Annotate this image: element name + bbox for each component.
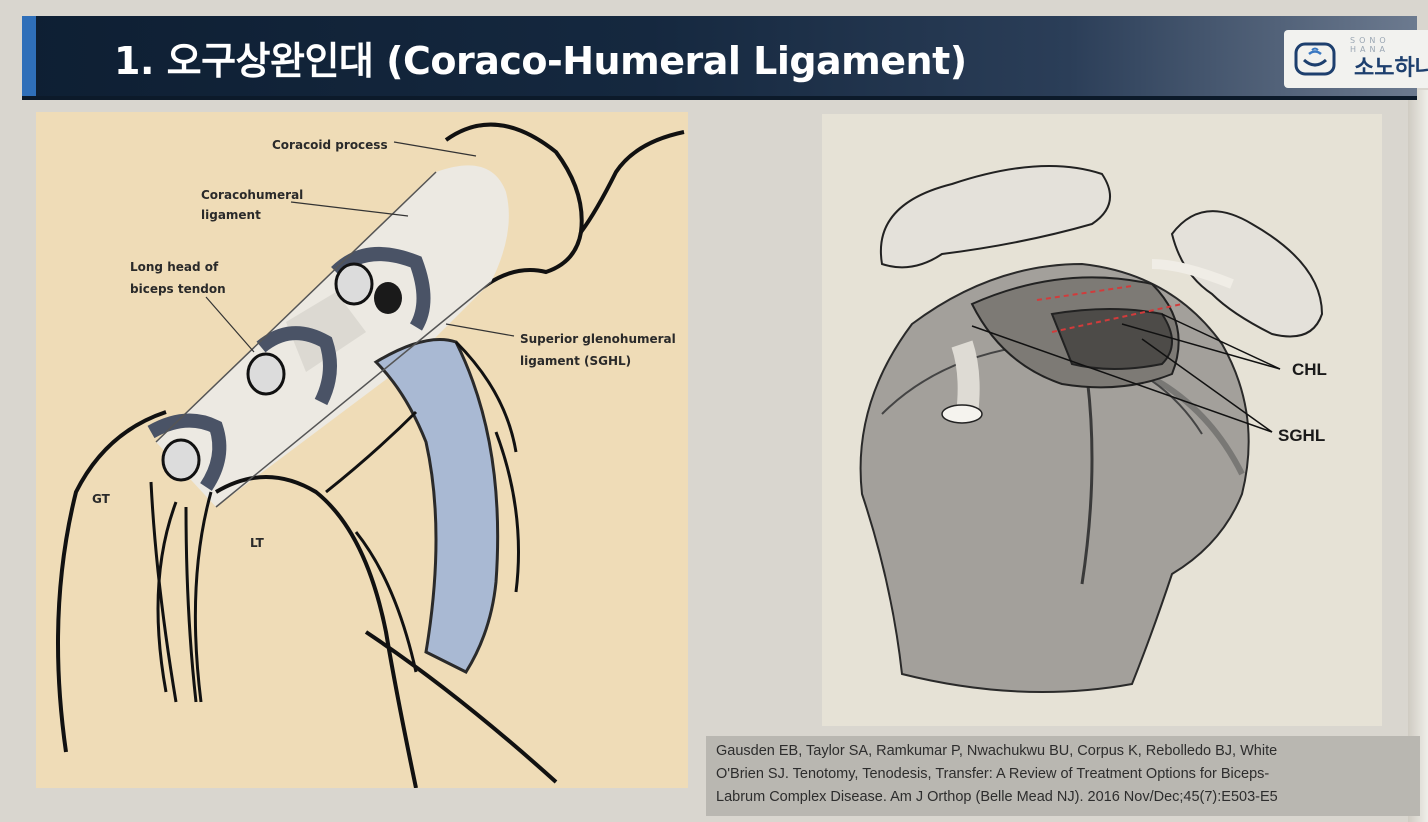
label-long-head-line1: Long head of <box>130 260 219 274</box>
label-greater-tuberosity: GT <box>92 492 110 506</box>
shoulder-anatomy-figure: CHL SGHL <box>822 114 1382 726</box>
label-coracohumeral-line2: ligament <box>201 208 261 222</box>
logo-name: 소노하나 <box>1354 56 1428 81</box>
coracohumeral-illustration: Coracoid process Coracohumeral ligament … <box>36 112 688 788</box>
label-sghl-line1: Superior glenohumeral <box>520 332 676 346</box>
page-edge <box>1408 90 1428 822</box>
label-coracohumeral-line1: Coracohumeral <box>201 188 304 202</box>
reference-citation: Gausden EB, Taylor SA, Ramkumar P, Nwach… <box>706 736 1420 816</box>
label-sghl: SGHL <box>1278 426 1326 445</box>
citation-line-1: Gausden EB, Taylor SA, Ramkumar P, Nwach… <box>716 743 1278 759</box>
sonohana-logo: SONO HANA 소노하나 <box>1284 30 1428 88</box>
citation-line-2: O'Brien SJ. Tenotomy, Tenodesis, Transfe… <box>716 766 1270 782</box>
logo-caption: SONO HANA <box>1350 36 1390 54</box>
label-sghl-line2: ligament (SGHL) <box>520 354 632 368</box>
shoulder-joint-drawing <box>859 165 1324 693</box>
label-coracoid-process: Coracoid process <box>272 138 388 152</box>
citation-line-3: Labrum Complex Disease. Am J Orthop (Bel… <box>716 789 1278 805</box>
slide-header: 1. 오구상완인대 (Coraco-Humeral Ligament) SONO… <box>22 16 1428 100</box>
shoulder-drawing <box>56 122 685 788</box>
label-chl: CHL <box>1292 360 1327 379</box>
ultrasound-probe-icon <box>1294 42 1336 76</box>
header-accent-bar <box>22 16 36 96</box>
slide-title: 1. 오구상완인대 (Coraco-Humeral Ligament) <box>114 39 967 83</box>
label-long-head-line2: biceps tendon <box>130 282 226 296</box>
label-lesser-tuberosity: LT <box>250 536 264 550</box>
